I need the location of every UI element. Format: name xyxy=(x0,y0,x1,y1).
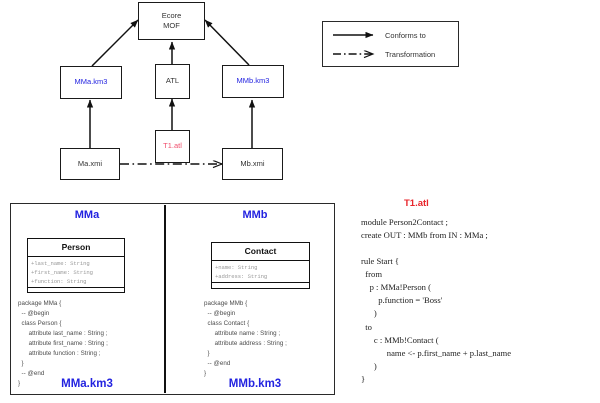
uml-class-contact-attributes: +name: String +address: String xyxy=(212,261,309,283)
node-mb-xmi: Mb.xmi xyxy=(222,148,283,180)
legend-item-conforms-to: Conforms to xyxy=(323,29,460,41)
uml-class-contact-name: Contact xyxy=(212,243,309,261)
uml-attribute: +address: String xyxy=(215,272,268,280)
uml-class-person-attributes: +last_name: String +first_name: String +… xyxy=(28,257,124,288)
node-atl-label: ATL xyxy=(165,76,180,86)
mma-km3-footer: MMa.km3 xyxy=(61,378,113,390)
mmb-panel-title: MMb xyxy=(242,209,268,221)
top-diagram-arrows xyxy=(86,19,256,195)
atl-code: module Person2Contact ; create OUT : MMb… xyxy=(361,217,512,384)
mmb-km3-code: package MMb { -- @begin class Contact { … xyxy=(204,300,287,378)
uml-class-contact: Contact +name: String +address: String xyxy=(211,242,310,289)
node-t1-atl-label: T1.atl xyxy=(163,141,182,151)
panel-divider xyxy=(164,205,167,393)
metamodels-panel xyxy=(10,203,335,395)
legend-item-conforms-to-label: Conforms to xyxy=(385,30,426,40)
legend-box: Conforms to Transformation xyxy=(322,21,459,67)
atl-title: T1.atl xyxy=(404,198,429,209)
node-atl: ATL xyxy=(155,64,190,99)
node-t1-atl: T1.atl xyxy=(155,130,190,163)
node-ma-xmi: Ma.xmi xyxy=(60,148,120,180)
node-mma-km3: MMa.km3 xyxy=(60,66,122,99)
node-mma-km3-label: MMa.km3 xyxy=(74,77,108,87)
mma-km3-code: package MMa { -- @begin class Person { a… xyxy=(18,300,108,388)
uml-class-person-operations xyxy=(28,288,124,293)
uml-class-person: Person +last_name: String +first_name: S… xyxy=(27,238,125,293)
node-mmb-km3-label: MMb.km3 xyxy=(236,76,270,86)
legend-arrow-icons xyxy=(333,31,460,68)
uml-attribute: +last_name: String xyxy=(31,259,90,267)
mma-panel-title: MMa xyxy=(74,209,100,221)
node-mmb-km3: MMb.km3 xyxy=(222,65,284,98)
mmb-km3-footer: MMb.km3 xyxy=(228,378,282,390)
node-ma-xmi-label: Ma.xmi xyxy=(77,158,103,168)
legend-item-transformation: Transformation xyxy=(323,48,460,60)
legend-item-transformation-label: Transformation xyxy=(385,49,436,59)
uml-attribute: +function: String xyxy=(31,277,87,285)
uml-class-contact-operations xyxy=(212,283,309,288)
uml-attribute: +name: String xyxy=(215,263,258,271)
uml-class-person-name: Person xyxy=(28,239,124,257)
node-mb-xmi-label: Mb.xmi xyxy=(240,158,265,168)
uml-attribute: +first_name: String xyxy=(31,268,93,276)
